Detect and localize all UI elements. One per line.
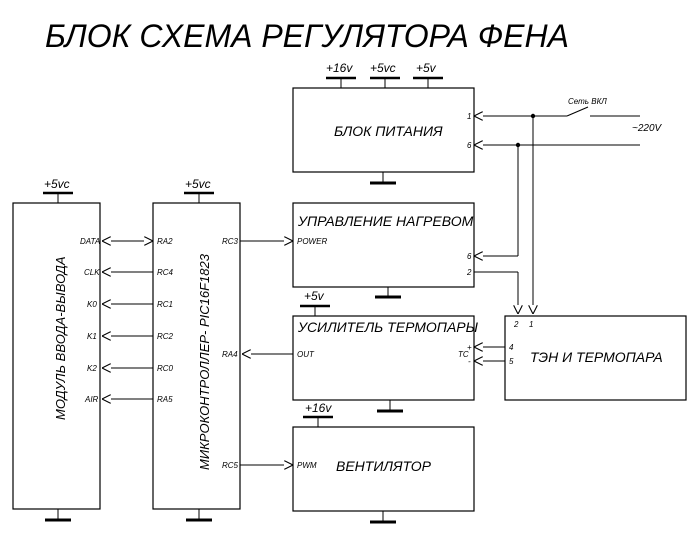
fan-pin-pwm: PWM xyxy=(297,461,317,470)
io-pin-data: DATA xyxy=(80,237,100,246)
mcu-pin-ra2: RA2 xyxy=(157,237,173,246)
amplifier-pin-minus: - xyxy=(468,357,471,366)
io-supply-label: +5vc xyxy=(44,177,70,191)
io-pin-k0: K0 xyxy=(87,300,97,309)
power-supply-block: БЛОК ПИТАНИЯ +16v +5vc +5v 1 6 xyxy=(292,61,475,185)
amplifier-pin-plus: + xyxy=(467,343,472,352)
mcu-supply-label: +5vc xyxy=(185,177,211,191)
io-pin-air: AIR xyxy=(84,395,99,404)
heater-thermocouple-block: ТЭН И ТЕРМОПАРА 2 1 4 5 xyxy=(504,315,687,401)
mcu-pin-rc5: RC5 xyxy=(222,461,239,470)
mcu-pin-rc4: RC4 xyxy=(157,268,174,277)
mcu-label: МИКРОКОНТРОЛЛЕР- PIC16F1823 xyxy=(197,253,212,470)
rail-16v-label: +16v xyxy=(326,61,353,75)
amplifier-pin-out: OUT xyxy=(297,350,315,359)
mains-label: ~220V xyxy=(632,123,663,134)
fan-block: +16v ВЕНТИЛЯТОР PWM xyxy=(240,401,475,524)
heater-pin-1: 1 xyxy=(529,320,533,329)
io-pin-clk: CLK xyxy=(84,268,100,277)
io-mcu-connections: DATA CLK K0 K1 K2 AIR RA2 RC4 RC1 RC2 RC… xyxy=(80,237,239,470)
io-module-block: +5vc МОДУЛЬ ВВОДА-ВЫВОДА xyxy=(12,177,101,522)
power-supply-label: БЛОК ПИТАНИЯ xyxy=(334,123,443,139)
ps-pin-1: 1 xyxy=(467,112,471,121)
mcu-pin-rc2: RC2 xyxy=(157,332,174,341)
io-pin-k1: K1 xyxy=(87,332,97,341)
amplifier-pin-tc: TC xyxy=(458,350,469,359)
amplifier-label: УСИЛИТЕЛЬ ТЕРМОПАРЫ xyxy=(297,319,479,335)
heater-control-pin-2: 2 xyxy=(466,268,472,277)
amplifier-supply-label: +5v xyxy=(304,289,325,303)
heater-pin-4: 4 xyxy=(509,343,514,352)
fan-supply-label: +16v xyxy=(305,401,332,415)
interconnect-wiring xyxy=(474,116,533,361)
mcu-pin-ra5: RA5 xyxy=(157,395,173,404)
mains-wiring: Сеть ВКЛ ~220V xyxy=(474,97,663,147)
heater-thermocouple-label: ТЭН И ТЕРМОПАРА xyxy=(530,349,663,365)
mcu-pin-rc0: RC0 xyxy=(157,364,174,373)
fan-label: ВЕНТИЛЯТОР xyxy=(336,458,432,474)
mcu-pin-rc3: RC3 xyxy=(222,237,239,246)
io-pin-k2: K2 xyxy=(87,364,97,373)
rail-5v-label: +5v xyxy=(416,61,437,75)
page-title: БЛОК СХЕМА РЕГУЛЯТОРА ФЕНА xyxy=(45,18,569,54)
switch-label: Сеть ВКЛ xyxy=(568,97,607,106)
io-module-label: МОДУЛЬ ВВОДА-ВЫВОДА xyxy=(53,256,68,420)
heater-control-label: УПРАВЛЕНИЕ НАГРЕВОМ xyxy=(297,213,474,229)
heater-control-block: УПРАВЛЕНИЕ НАГРЕВОМ POWER 6 2 xyxy=(240,202,475,299)
mcu-pin-ra4: RA4 xyxy=(222,350,238,359)
mcu-block: +5vc МИКРОКОНТРОЛЛЕР- PIC16F1823 xyxy=(152,177,241,522)
heater-pin-2: 2 xyxy=(513,320,519,329)
rail-5vc-label: +5vc xyxy=(370,61,396,75)
ps-pin-6: 6 xyxy=(467,141,472,150)
amplifier-block: +5v УСИЛИТЕЛЬ ТЕРМОПАРЫ OUT TC + - xyxy=(242,289,479,413)
heater-control-pin-6: 6 xyxy=(467,252,472,261)
heater-pin-5: 5 xyxy=(509,357,514,366)
heater-control-pin-power: POWER xyxy=(297,237,327,246)
mcu-pin-rc1: RC1 xyxy=(157,300,173,309)
